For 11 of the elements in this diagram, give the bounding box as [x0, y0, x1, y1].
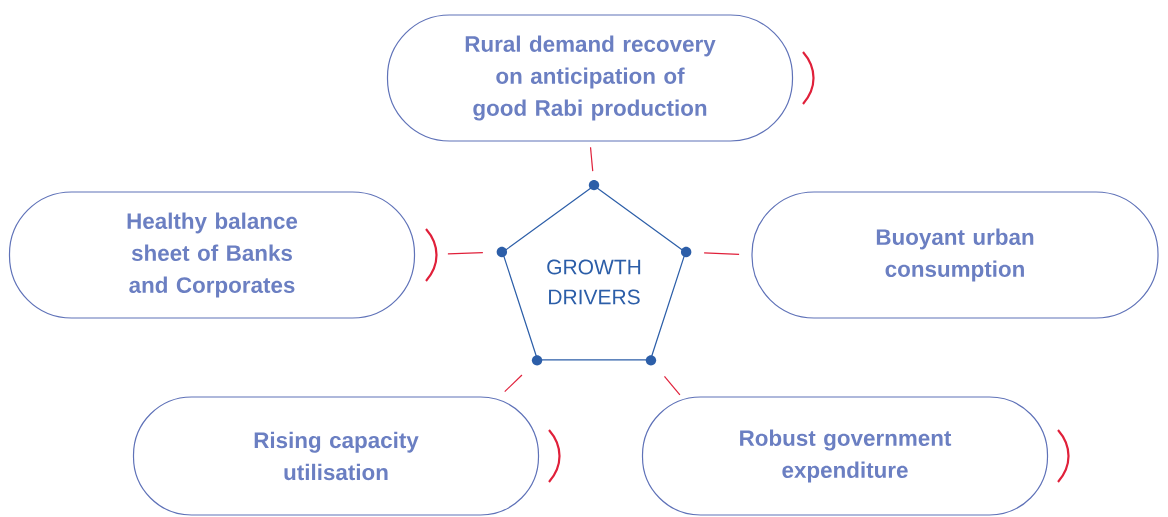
- pill-box: Rising capacity utilisation: [132, 396, 540, 516]
- connector-line: [589, 146, 594, 172]
- pill-box: Buoyant urban consumption: [751, 191, 1159, 319]
- pill-box: Robust government expenditure: [641, 396, 1049, 516]
- pentagon: GROWTH DRIVERS: [501, 185, 687, 361]
- connector-line: [504, 374, 523, 393]
- connector-line: [663, 375, 681, 396]
- connector-line: [703, 252, 740, 256]
- pill-box: Healthy balance sheet of Banks and Corporates: [8, 191, 416, 319]
- pill-box: Rural demand recovery on anticipation of good Rabi production: [386, 14, 794, 142]
- connector-line: [447, 252, 484, 255]
